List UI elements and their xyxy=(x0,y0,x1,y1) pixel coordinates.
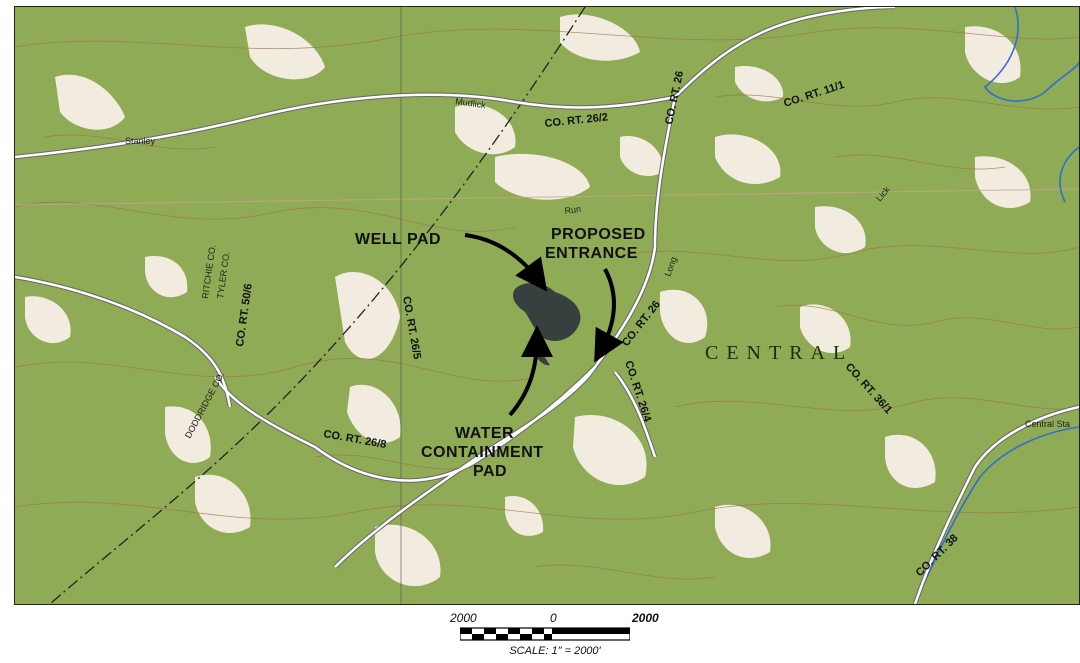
place-central-sta: Central Sta xyxy=(1025,419,1070,429)
clearing xyxy=(55,74,125,130)
callout-arrows xyxy=(464,233,624,417)
clearing xyxy=(505,496,544,536)
clearing xyxy=(715,504,771,558)
contour xyxy=(15,501,1079,520)
contour xyxy=(15,201,516,232)
proposed-entrance-label-2: ENTRANCE xyxy=(545,245,638,262)
place-run: Run xyxy=(564,204,582,216)
clearing xyxy=(620,136,664,177)
clearing xyxy=(375,524,441,587)
scale-middle-value: 0 xyxy=(550,611,557,625)
contour xyxy=(15,27,1079,50)
road xyxy=(15,275,232,408)
clearing xyxy=(245,24,325,80)
road xyxy=(913,405,1079,604)
contour xyxy=(774,305,1079,330)
clearing xyxy=(573,415,647,486)
roads xyxy=(15,7,1079,604)
contour xyxy=(534,564,716,580)
clearing xyxy=(735,66,784,102)
arrow-well-pad xyxy=(464,233,548,292)
clearing xyxy=(885,434,936,488)
clearing xyxy=(145,256,188,298)
scale-bar: 2000 0 2000 SCALE: 1" = 2000' xyxy=(440,608,670,663)
road xyxy=(674,7,896,98)
contour xyxy=(834,154,1006,170)
topographic-map: WELL PAD PROPOSED ENTRANCE WATER CONTAIN… xyxy=(14,6,1080,605)
streams xyxy=(914,7,1079,604)
clearing xyxy=(560,14,640,61)
road xyxy=(334,366,597,568)
clearings xyxy=(25,14,1031,587)
clearing xyxy=(455,104,516,155)
arrow-water-pad xyxy=(508,325,553,417)
contour xyxy=(314,454,476,470)
grid-lines xyxy=(15,7,1079,604)
contour-lines xyxy=(15,27,1079,580)
clearing xyxy=(800,304,851,354)
stream xyxy=(914,426,1079,604)
place-stanley: Stanley xyxy=(125,136,156,146)
well-pad-area xyxy=(513,282,581,342)
clearing xyxy=(335,271,400,360)
clearing xyxy=(715,134,781,185)
road xyxy=(614,371,657,458)
road-fill xyxy=(15,7,1079,604)
clearing xyxy=(660,289,708,343)
county-boundary xyxy=(49,7,586,604)
stream xyxy=(1059,146,1079,203)
contour xyxy=(714,94,1079,110)
contour xyxy=(614,245,1079,261)
water-pad-label-2: CONTAINMENT xyxy=(421,444,544,461)
arrow-entrance xyxy=(594,268,624,363)
map-canvas: WELL PAD PROPOSED ENTRANCE WATER CONTAIN… xyxy=(15,7,1079,604)
clearing xyxy=(165,406,211,463)
scale-right-value: 2000 xyxy=(632,611,659,625)
contour xyxy=(15,358,536,382)
river xyxy=(983,7,1079,102)
scale-bar-segments xyxy=(460,628,630,640)
scale-left-value: 2000 xyxy=(450,611,477,625)
grid-line xyxy=(15,188,1079,206)
water-pad-label-1: WATER xyxy=(455,425,514,442)
scale-label: SCALE: 1" = 2000' xyxy=(509,645,601,657)
clearing xyxy=(25,296,71,344)
clearing xyxy=(965,26,1021,83)
proposed-entrance-label-1: PROPOSED xyxy=(551,226,646,243)
road xyxy=(15,93,676,159)
clearing xyxy=(815,206,866,254)
contour xyxy=(674,397,1079,411)
place-mudlick: Mudlick xyxy=(455,96,487,110)
water-pad-label-3: PAD xyxy=(473,463,507,480)
clearing xyxy=(195,474,251,533)
region-label-central: CENTRAL xyxy=(705,342,853,364)
clearing xyxy=(347,384,401,443)
well-pad-label: WELL PAD xyxy=(355,231,441,248)
scale-bar-graphic xyxy=(460,627,630,641)
clearing xyxy=(495,153,590,200)
